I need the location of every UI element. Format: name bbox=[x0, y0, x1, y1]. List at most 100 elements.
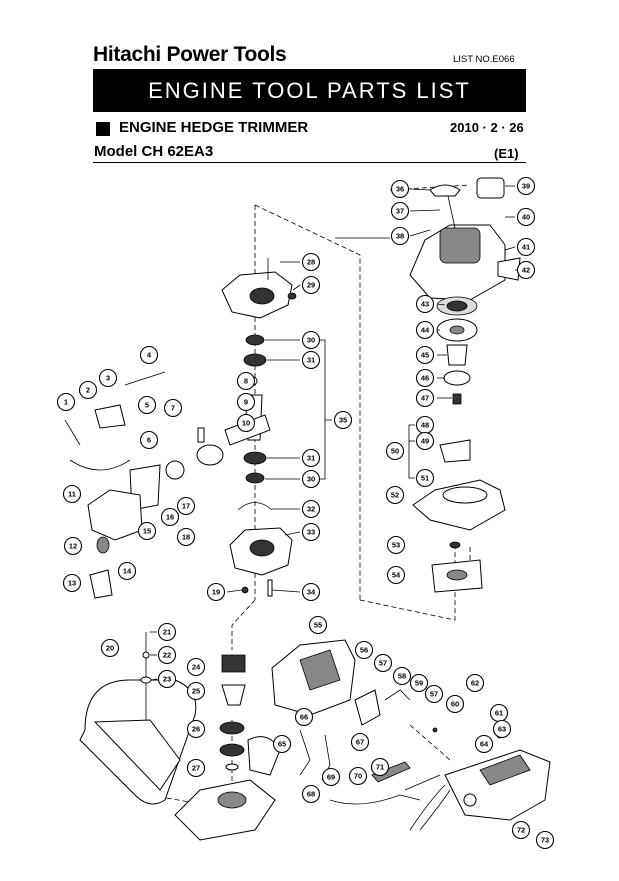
callout-circle bbox=[301, 522, 321, 542]
part-callout: 30 bbox=[301, 330, 321, 350]
callout-circle bbox=[236, 392, 256, 412]
part-callout: 20 bbox=[100, 638, 120, 658]
callout-number: 52 bbox=[391, 491, 399, 500]
part-callout: 17 bbox=[176, 496, 196, 516]
callout-number: 38 bbox=[396, 232, 404, 241]
callout-circle bbox=[160, 507, 180, 527]
callout-number: 4 bbox=[147, 351, 152, 360]
callout-number: 37 bbox=[396, 207, 404, 216]
callout-number: 28 bbox=[307, 258, 315, 267]
list-number: LIST NO.E066 bbox=[453, 54, 515, 65]
part-callout: 16 bbox=[160, 507, 180, 527]
brand-title: Hitachi Power Tools bbox=[93, 43, 287, 66]
part-callout: 4 bbox=[139, 345, 159, 365]
callout-number: 51 bbox=[421, 474, 429, 483]
callout-circle bbox=[62, 484, 82, 504]
callout-number: 49 bbox=[421, 437, 429, 446]
callout-number: 31 bbox=[307, 356, 315, 365]
callout-circle bbox=[409, 673, 429, 693]
callout-circle bbox=[415, 431, 435, 451]
callout-circle bbox=[301, 448, 321, 468]
callout-number: 7 bbox=[171, 404, 175, 413]
callout-circle bbox=[62, 573, 82, 593]
callout-circle bbox=[137, 395, 157, 415]
callout-number: 56 bbox=[360, 646, 368, 655]
callout-number: 65 bbox=[278, 740, 286, 749]
part-callout: 54 bbox=[386, 565, 406, 585]
callout-circle bbox=[206, 582, 226, 602]
part-callout: 43 bbox=[415, 294, 435, 314]
callout-circle bbox=[415, 320, 435, 340]
part-callout: 22 bbox=[157, 645, 177, 665]
part-callout: 23 bbox=[157, 669, 177, 689]
part-callout: 49 bbox=[415, 431, 435, 451]
part-callout: 12 bbox=[63, 536, 83, 556]
part-callout: 71 bbox=[370, 757, 390, 777]
callout-circle bbox=[516, 207, 536, 227]
callout-circle bbox=[272, 734, 292, 754]
callout-number: 12 bbox=[69, 542, 77, 551]
callout-number: 64 bbox=[480, 740, 489, 749]
callout-number: 59 bbox=[415, 679, 423, 688]
part-callout: 59 bbox=[409, 673, 429, 693]
callout-circle bbox=[415, 294, 435, 314]
part-callout: 63 bbox=[492, 719, 512, 739]
part-callout: 5 bbox=[137, 395, 157, 415]
callout-circle bbox=[301, 469, 321, 489]
handle-gear-drawing bbox=[79, 632, 281, 841]
callout-number: 48 bbox=[421, 421, 429, 430]
callout-circle bbox=[308, 615, 328, 635]
callout-number: 19 bbox=[212, 588, 220, 597]
callout-number: 62 bbox=[471, 679, 479, 688]
callout-number: 6 bbox=[147, 436, 151, 445]
part-callout: 26 bbox=[186, 719, 206, 739]
callout-number: 44 bbox=[421, 326, 430, 335]
part-callout: 55 bbox=[308, 615, 328, 635]
callout-circle bbox=[350, 732, 370, 752]
callout-circle bbox=[392, 666, 412, 686]
callout-number: 55 bbox=[314, 621, 322, 630]
part-callout: 61 bbox=[489, 703, 509, 723]
callout-circle bbox=[301, 330, 321, 350]
callout-circle bbox=[176, 496, 196, 516]
recoil-starter-drawing bbox=[409, 177, 521, 593]
callout-number: 16 bbox=[166, 513, 174, 522]
model-name: Model CH 62EA3 bbox=[94, 143, 214, 160]
part-callout: 41 bbox=[516, 237, 536, 257]
callout-circle bbox=[390, 179, 410, 199]
callout-circle bbox=[424, 684, 444, 704]
part-callout: 42 bbox=[516, 260, 536, 280]
part-callout: 32 bbox=[301, 499, 321, 519]
callout-number: 41 bbox=[522, 243, 530, 252]
callout-circle bbox=[157, 645, 177, 665]
part-callout: 47 bbox=[415, 388, 435, 408]
part-callout: 68 bbox=[301, 784, 321, 804]
part-callout: 7 bbox=[163, 398, 183, 418]
callout-number: 10 bbox=[242, 419, 250, 428]
callout-number: 34 bbox=[307, 588, 316, 597]
callout-circle bbox=[415, 388, 435, 408]
product-subtitle: ENGINE HEDGE TRIMMER bbox=[119, 119, 309, 136]
crankcase-drawing bbox=[196, 258, 297, 597]
callout-circle bbox=[163, 398, 183, 418]
callout-circle bbox=[78, 380, 98, 400]
callout-circle bbox=[186, 758, 206, 778]
callout-number: 30 bbox=[307, 336, 315, 345]
part-callout: 30 bbox=[301, 469, 321, 489]
callout-circle bbox=[301, 582, 321, 602]
part-callout: 14 bbox=[117, 561, 137, 581]
callout-number: 33 bbox=[307, 528, 315, 537]
part-callout: 6 bbox=[139, 430, 159, 450]
callout-number: 22 bbox=[163, 651, 171, 660]
callout-circle bbox=[139, 430, 159, 450]
callout-circle bbox=[373, 653, 393, 673]
callout-circle bbox=[385, 485, 405, 505]
callout-number: 35 bbox=[339, 416, 347, 425]
part-callout: 35 bbox=[333, 410, 353, 430]
part-callout: 11 bbox=[62, 484, 82, 504]
callout-number: 53 bbox=[392, 541, 400, 550]
callout-number: 32 bbox=[307, 505, 315, 514]
callout-circle bbox=[370, 757, 390, 777]
part-callout: 8 bbox=[236, 371, 256, 391]
callout-circle bbox=[415, 368, 435, 388]
